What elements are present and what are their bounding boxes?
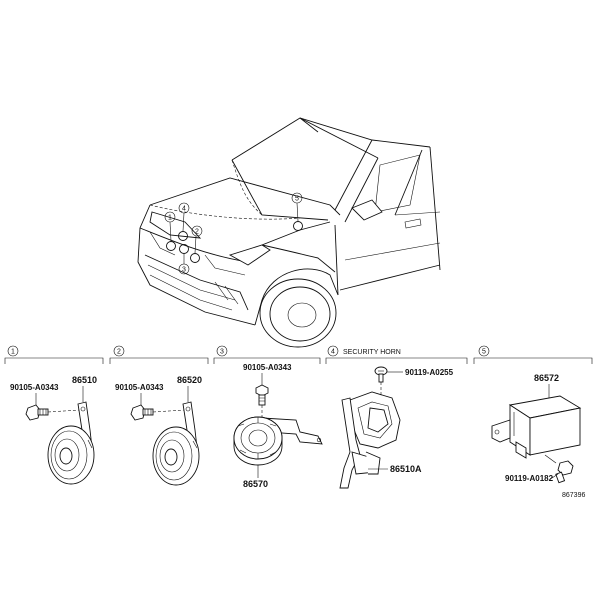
- s5-module-icon: [491, 395, 582, 459]
- section-3-number: 3: [220, 349, 224, 356]
- vehicle-callouts: 1 2 3 4 5: [164, 192, 303, 275]
- s1-horn-icon: [47, 425, 95, 485]
- s1-horn-part-number: 86510: [72, 375, 97, 385]
- section-1-horn-low: 90105-A0343 86510: [10, 375, 97, 485]
- s5-bolt-icon: [555, 460, 574, 484]
- s3-bolt-icon: [255, 384, 269, 406]
- s3-horn-part-number: 86570: [243, 479, 268, 489]
- section-5-control-module: 86572 90119-A0182: [491, 373, 582, 484]
- s3-bolt-part-number: 90105-A0343: [243, 363, 292, 372]
- s1-bolt-part-number: 90105-A0343: [10, 383, 59, 392]
- s2-bolt-icon: [130, 404, 154, 421]
- section-1-number: 1: [11, 349, 15, 356]
- section-3-horn-assy: 90105-A0343 86570: [233, 363, 323, 489]
- callout-4: 4: [182, 206, 186, 213]
- s2-horn-part-number: 86520: [177, 375, 202, 385]
- s4-horn-icon: [339, 391, 401, 489]
- s4-horn-part-number: 86510A: [390, 464, 422, 474]
- callout-3: 3: [182, 267, 186, 274]
- s2-horn-icon: [152, 426, 200, 486]
- s2-bolt-part-number: 90105-A0343: [115, 383, 164, 392]
- section-5-number: 5: [482, 349, 486, 356]
- section-2-number: 2: [117, 349, 121, 356]
- section-headers: 1 2 3 4 SECURITY HORN 5: [4, 345, 593, 364]
- callout-5: 5: [295, 196, 299, 203]
- callout-1: 1: [168, 215, 172, 222]
- section-4-number: 4: [331, 349, 335, 356]
- section-2-horn-high: 90105-A0343 86520: [115, 375, 202, 486]
- vehicle-illustration: [137, 117, 441, 348]
- s4-bolt-part-number: 90119-A0255: [405, 368, 454, 377]
- s1-bolt-icon: [25, 404, 49, 421]
- callout-2: 2: [195, 229, 199, 236]
- s3-horn-icon: [233, 416, 283, 466]
- section-4-title: SECURITY HORN: [343, 349, 401, 356]
- section-4-security-horn: 90119-A0255 86510A: [339, 366, 454, 489]
- s4-screw-icon: [374, 366, 388, 383]
- diagram-id: 867396: [562, 492, 585, 499]
- s5-bolt-part-number: 90119-A0182: [505, 474, 554, 483]
- s5-module-part-number: 86572: [534, 373, 559, 383]
